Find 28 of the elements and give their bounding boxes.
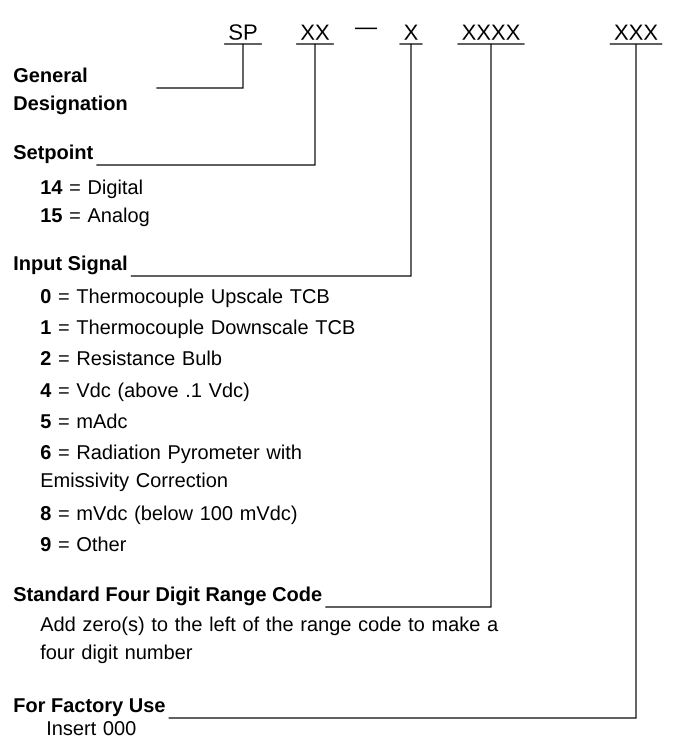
code-option: 9 = Other: [40, 536, 126, 552]
code-option: 8 = mVdc (below 100 mVdc): [40, 506, 296, 524]
code-option: 5 = mAdc: [40, 414, 127, 428]
description: Add zero(s) to the left of the range code to make a four digit number: [40, 616, 498, 664]
field-heading: Standard Four Digit Range Code: [14, 586, 322, 606]
field-heading: Input Signal: [14, 256, 126, 274]
field-heading: Setpoint: [14, 144, 93, 164]
code-segment: SP: [224, 24, 262, 45]
code-option: Insert 000: [48, 721, 136, 736]
field-heading: For Factory Use: [14, 698, 165, 716]
leader-line: [130, 44, 412, 277]
code-option: 2 = Resistance Bulb: [40, 350, 222, 366]
code-segment: X: [399, 24, 423, 45]
code-segment: XX: [296, 24, 334, 45]
code-option: 1 = Thermocouple Downscale TCB: [41, 320, 354, 338]
leader-line: [156, 44, 244, 89]
code-option: 4 = Vdc (above .1 Vdc): [40, 382, 248, 402]
leader-line: [168, 44, 637, 719]
leader-line: [96, 44, 316, 166]
code-option: 15 = Analog: [41, 208, 148, 226]
code-option: 14 = Digital: [41, 180, 142, 198]
code-option: 6 = Radiation Pyrometer with Emissivity Correction: [40, 444, 301, 492]
code-segment: XXXX: [457, 24, 525, 45]
code-option: 0 = Thermocouple Upscale TCB: [40, 288, 329, 308]
leader-line: [325, 44, 492, 608]
field-heading: General Designation: [14, 68, 126, 114]
separator-dash: —: [355, 28, 377, 30]
code-segment: XXX: [610, 24, 662, 45]
